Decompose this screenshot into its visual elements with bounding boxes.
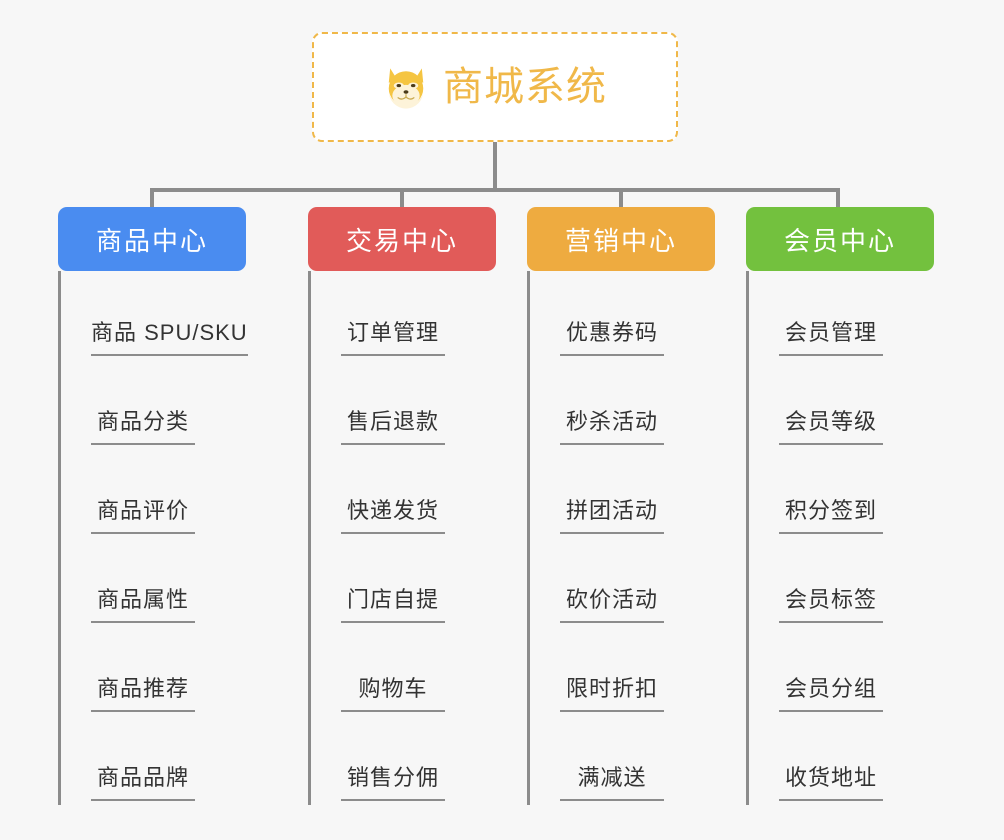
leaf-item[interactable]: 商品品牌 xyxy=(58,716,248,805)
leaf-item[interactable]: 商品 SPU/SKU xyxy=(58,271,248,360)
category-node-4[interactable]: 会员中心 xyxy=(746,207,934,271)
leaf-label: 会员等级 xyxy=(779,404,883,445)
leaf-label: 销售分佣 xyxy=(341,760,445,801)
category-label-4: 会员中心 xyxy=(783,225,896,256)
connector-drop-1 xyxy=(150,188,154,209)
leaf-label: 商品 SPU/SKU xyxy=(91,315,248,356)
leaf-label: 会员分组 xyxy=(779,671,883,712)
leaf-label: 积分签到 xyxy=(779,493,883,534)
leaf-label: 限时折扣 xyxy=(560,671,664,712)
leaf-item[interactable]: 会员管理 xyxy=(746,271,883,360)
connector-drop-4 xyxy=(836,188,840,209)
leaf-label: 商品品牌 xyxy=(91,760,195,801)
category-label-3: 营销中心 xyxy=(564,225,677,256)
leaf-item[interactable]: 砍价活动 xyxy=(527,538,664,627)
leaf-column-4: 会员管理 会员等级 积分签到 会员标签 会员分组 收货地址 xyxy=(746,271,883,805)
leaf-item[interactable]: 快递发货 xyxy=(308,449,445,538)
leaf-column-2: 订单管理 售后退款 快递发货 门店自提 购物车 销售分佣 xyxy=(308,271,445,805)
leaf-label: 砍价活动 xyxy=(560,582,664,623)
leaf-column-1: 商品 SPU/SKU 商品分类 商品评价 商品属性 商品推荐 商品品牌 xyxy=(58,271,248,805)
leaf-item[interactable]: 商品分类 xyxy=(58,360,248,449)
leaf-item[interactable]: 购物车 xyxy=(308,627,445,716)
leaf-item[interactable]: 商品推荐 xyxy=(58,627,248,716)
shiba-dog-icon xyxy=(388,68,424,109)
leaf-item[interactable]: 秒杀活动 xyxy=(527,360,664,449)
leaf-item[interactable]: 积分签到 xyxy=(746,449,883,538)
leaf-label: 商品评价 xyxy=(91,493,195,534)
category-node-3[interactable]: 营销中心 xyxy=(527,207,715,271)
connector-root-stem xyxy=(493,142,497,190)
leaf-item[interactable]: 售后退款 xyxy=(308,360,445,449)
leaf-item[interactable]: 订单管理 xyxy=(308,271,445,360)
leaf-item[interactable]: 门店自提 xyxy=(308,538,445,627)
leaf-item[interactable]: 收货地址 xyxy=(746,716,883,805)
leaf-item[interactable]: 会员分组 xyxy=(746,627,883,716)
leaf-label: 优惠券码 xyxy=(560,315,664,356)
category-label-2: 交易中心 xyxy=(345,225,458,256)
leaf-column-3: 优惠券码 秒杀活动 拼团活动 砍价活动 限时折扣 满减送 xyxy=(527,271,664,805)
leaf-item[interactable]: 销售分佣 xyxy=(308,716,445,805)
leaf-label: 满减送 xyxy=(560,760,664,801)
leaf-item[interactable]: 限时折扣 xyxy=(527,627,664,716)
leaf-label: 商品分类 xyxy=(91,404,195,445)
category-node-1[interactable]: 商品中心 xyxy=(58,207,246,271)
root-node[interactable]: 商城系统 xyxy=(312,32,678,142)
category-label-1: 商品中心 xyxy=(95,225,208,256)
leaf-item[interactable]: 拼团活动 xyxy=(527,449,664,538)
root-title: 商城系统 xyxy=(443,65,607,109)
leaf-label: 拼团活动 xyxy=(560,493,664,534)
connector-horizontal-bus xyxy=(150,188,840,192)
leaf-label: 售后退款 xyxy=(341,404,445,445)
connector-drop-3 xyxy=(619,188,623,209)
leaf-label: 会员管理 xyxy=(779,315,883,356)
leaf-label: 收货地址 xyxy=(779,760,883,801)
leaf-label: 秒杀活动 xyxy=(560,404,664,445)
category-node-2[interactable]: 交易中心 xyxy=(308,207,496,271)
connector-drop-2 xyxy=(400,188,404,209)
leaf-item[interactable]: 优惠券码 xyxy=(527,271,664,360)
leaf-item[interactable]: 会员标签 xyxy=(746,538,883,627)
leaf-label: 订单管理 xyxy=(341,315,445,356)
leaf-label: 商品属性 xyxy=(91,582,195,623)
leaf-label: 门店自提 xyxy=(341,582,445,623)
leaf-label: 商品推荐 xyxy=(91,671,195,712)
leaf-item[interactable]: 商品属性 xyxy=(58,538,248,627)
leaf-item[interactable]: 商品评价 xyxy=(58,449,248,538)
leaf-label: 购物车 xyxy=(341,671,445,712)
leaf-item[interactable]: 满减送 xyxy=(527,716,664,805)
leaf-label: 会员标签 xyxy=(779,582,883,623)
leaf-label: 快递发货 xyxy=(341,493,445,534)
leaf-item[interactable]: 会员等级 xyxy=(746,360,883,449)
